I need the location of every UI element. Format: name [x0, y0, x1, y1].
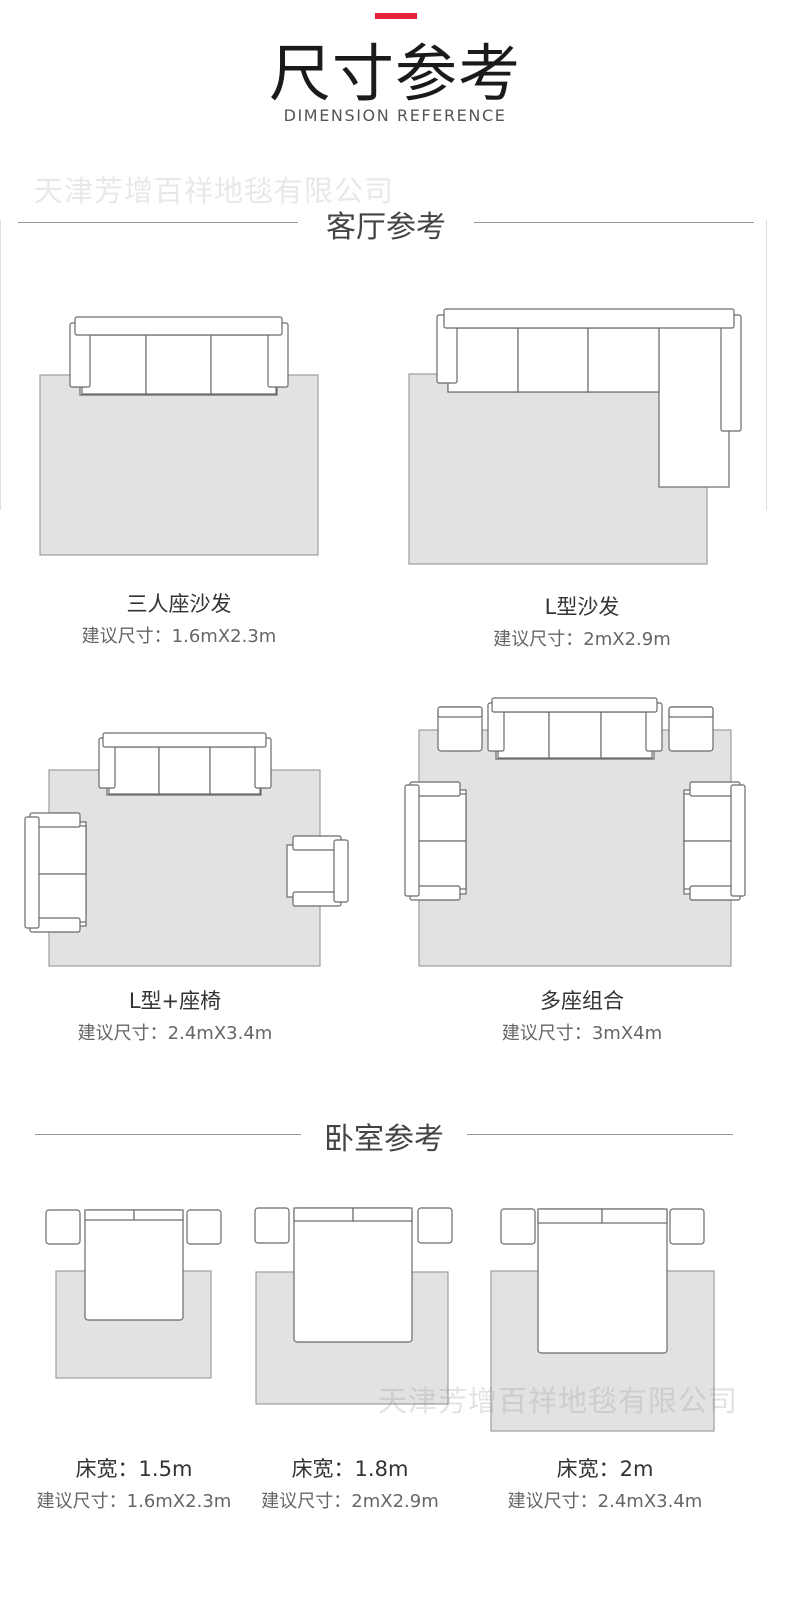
multi-left-back [404, 784, 420, 897]
l-sofa-size: 建议尺寸：2mX2.9m [493, 629, 671, 650]
bed-1-5m-diagram [45, 1209, 222, 1379]
living-divider-right [474, 222, 754, 223]
multi-right-back [730, 784, 746, 897]
l-chair-name: L型+座椅 [128, 989, 222, 1013]
nightstand [669, 1208, 705, 1245]
multi-seat-diagram [404, 697, 746, 967]
multi-cushion [497, 711, 550, 759]
nightstand [500, 1208, 536, 1245]
l-plus-chair-diagram [24, 732, 349, 967]
sofa-back [74, 316, 283, 336]
l-sofa-cushion [447, 327, 519, 393]
page-subtitle: DIMENSION REFERENCE [283, 106, 507, 125]
left-edge-line [0, 220, 1, 510]
multi-right-cushion [683, 840, 735, 890]
l-sofa-label: L型沙发 建议尺寸：2mX2.9m [432, 592, 732, 654]
pillow [537, 1208, 603, 1224]
multi-chair-left-back [437, 706, 483, 718]
nightstand [45, 1209, 81, 1245]
bed-frame [84, 1209, 184, 1321]
pillow [293, 1207, 354, 1222]
nightstand [417, 1207, 453, 1244]
multi-cushion [600, 711, 653, 759]
nightstand [254, 1207, 290, 1244]
right-edge-line [766, 220, 767, 510]
rug-l-sofa [408, 373, 708, 565]
sofa-cushion [210, 334, 277, 395]
l-sofa-back [443, 308, 735, 329]
multi-seat-size: 建议尺寸：3mX4m [501, 1023, 663, 1044]
pillow [84, 1209, 135, 1221]
top-sofa-cushion [108, 746, 160, 795]
bedroom-divider-left [35, 1134, 301, 1135]
l-chair-label: L型+座椅 建议尺寸：2.4mX3.4m [25, 986, 325, 1048]
pillow [133, 1209, 184, 1221]
armchair-seat [286, 844, 342, 898]
bed-2-size: 建议尺寸：2.4mX3.4m [507, 1491, 703, 1512]
multi-seat-name: 多座组合 [540, 989, 624, 1013]
multi-left-cushion [415, 793, 467, 842]
rug-three-seat [39, 374, 319, 556]
three-seat-label: 三人座沙发 建议尺寸：1.6mX2.3m [40, 589, 318, 651]
left-sofa-back [24, 816, 40, 929]
top-sofa-cushion [209, 746, 261, 795]
accent-bar [375, 13, 417, 19]
multi-cushion [548, 711, 602, 759]
watermark-top: 天津芳增百祥地毯有限公司 [34, 174, 395, 208]
top-sofa-back [102, 732, 267, 748]
three-seat-size: 建议尺寸：1.6mX2.3m [81, 626, 277, 647]
three-seat-name: 三人座沙发 [126, 592, 232, 616]
l-sofa-chaise [658, 319, 730, 488]
bed-1-5-size: 建议尺寸：1.6mX2.3m [36, 1491, 232, 1512]
living-divider-left [18, 222, 298, 223]
sofa-cushion [145, 334, 212, 395]
bed-1-8-size: 建议尺寸：2mX2.9m [261, 1491, 439, 1512]
pillow [601, 1208, 668, 1224]
left-sofa-cushion [35, 873, 87, 923]
left-sofa-cushion [35, 825, 87, 875]
multi-top-back [491, 697, 658, 713]
multi-right-cushion [683, 793, 735, 842]
rug-l-chair [48, 769, 321, 967]
bed-1-8m-diagram [254, 1207, 453, 1405]
bed-frame [537, 1208, 668, 1354]
nightstand [186, 1209, 222, 1245]
bed-2m-diagram [490, 1208, 715, 1432]
bed-frame [293, 1207, 413, 1343]
bed-1-5-name: 床宽：1.5m [75, 1457, 193, 1481]
armchair-back [333, 839, 349, 903]
sofa-cushion [81, 334, 147, 395]
l-sofa-name: L型沙发 [544, 595, 620, 619]
bed-1-8-name: 床宽：1.8m [291, 1457, 409, 1481]
multi-seat-label: 多座组合 建议尺寸：3mX4m [432, 986, 732, 1048]
l-sofa-arm-right [720, 314, 742, 432]
bed-1-8-label: 床宽：1.8m 建议尺寸：2mX2.9m [250, 1454, 450, 1516]
top-sofa-cushion [158, 746, 211, 795]
l-shaped-sofa-diagram [408, 308, 742, 565]
l-sofa-cushion [517, 327, 589, 393]
multi-left-cushion [415, 840, 467, 890]
bed-2-name: 床宽：2m [556, 1457, 654, 1481]
page-title: 尺寸参考 [268, 37, 521, 110]
bed-2-label: 床宽：2m 建议尺寸：2.4mX3.4m [500, 1454, 710, 1516]
watermark-bottom: 天津芳增百祥地毯有限公司 [378, 1384, 739, 1418]
bed-1-5-label: 床宽：1.5m 建议尺寸：1.6mX2.3m [34, 1454, 234, 1516]
l-chair-size: 建议尺寸：2.4mX3.4m [77, 1023, 273, 1044]
bedroom-title: 卧室参考 [324, 1122, 444, 1157]
l-sofa-cushion [587, 327, 660, 393]
bedroom-divider-right [467, 1134, 733, 1135]
living-room-title: 客厅参考 [326, 210, 446, 245]
three-seat-sofa-diagram [39, 316, 319, 556]
multi-chair-right-back [668, 706, 714, 718]
pillow [352, 1207, 413, 1222]
